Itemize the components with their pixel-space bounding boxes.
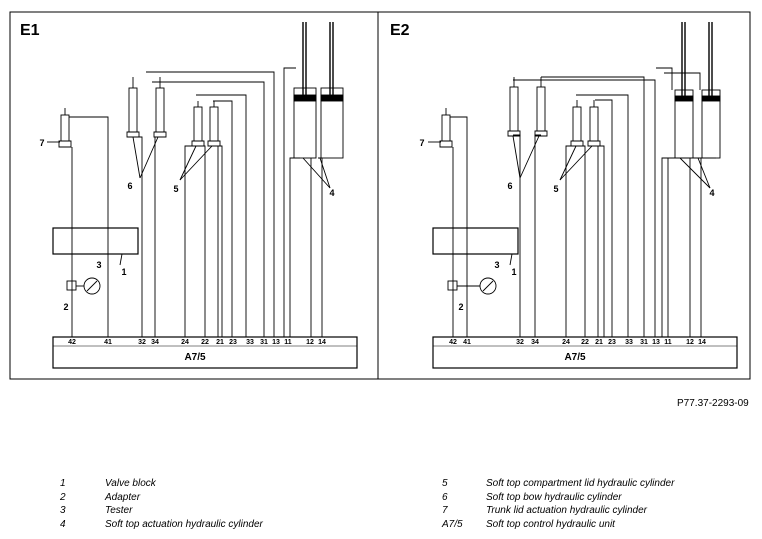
legend-text: Soft top compartment lid hydraulic cylin…: [486, 478, 675, 489]
port-label: 21: [216, 339, 224, 346]
callout-3: 3: [494, 260, 499, 270]
legend-key: 7: [442, 505, 448, 517]
legend-text: Soft top actuation hydraulic cylinder: [105, 518, 263, 530]
panel-e2: E2: [390, 22, 738, 369]
port-label: 22: [581, 339, 589, 346]
port-label: 22: [201, 339, 209, 346]
callout-5: 5: [553, 184, 558, 194]
port-label: 14: [698, 339, 706, 346]
port-label: 33: [625, 339, 633, 346]
port-label: 23: [608, 339, 616, 346]
callout-6: 6: [507, 181, 512, 191]
callout-4: 4: [709, 188, 714, 198]
legend-item: 1 Valve block: [60, 477, 263, 491]
legend-key: 3: [60, 505, 66, 517]
port-label: 33: [246, 339, 254, 346]
port-label: 12: [686, 339, 694, 346]
port-label: 31: [260, 339, 268, 346]
port-label: 13: [272, 339, 280, 346]
port-label: 32: [516, 339, 524, 346]
legend-left: 1 Valve block 2 Adapter 3 Tester 4 Soft top …: [60, 477, 263, 531]
callout-2: 2: [458, 302, 463, 312]
legend-right: 5 Soft top compartment lid hydraulic cyli…: [442, 477, 674, 531]
legend-key: 4: [60, 518, 66, 530]
port-label: 24: [181, 339, 189, 346]
port-label: 32: [138, 339, 146, 346]
legend-text: Soft top control hydraulic unit: [486, 518, 615, 530]
callout-5: 5: [173, 184, 178, 194]
panel-e1: E1: [20, 22, 358, 369]
callout-2: 2: [63, 302, 68, 312]
legend-text: Trunk lid actuation hydraulic cylinder: [486, 505, 648, 517]
port-label: 12: [306, 339, 314, 346]
control-unit-box: [52, 336, 358, 369]
panel-title: E2: [390, 22, 410, 39]
port-label: 11: [664, 339, 672, 346]
callout-7: 7: [419, 138, 424, 148]
callout-7: 7: [39, 138, 44, 148]
legend-key: A7/5: [442, 518, 463, 530]
legend-item: 4 Soft top actuation hydraulic cylinder: [60, 518, 263, 532]
port-label: 41: [463, 339, 471, 346]
port-label: 34: [531, 339, 539, 346]
callout-1: 1: [121, 267, 126, 277]
legend-text: Tester: [105, 505, 133, 517]
port-label: 34: [151, 339, 159, 346]
port-label: 11: [284, 339, 292, 346]
legend-text: Soft top bow hydraulic cylinder: [486, 491, 622, 503]
callout-3: 3: [96, 260, 101, 270]
callout-4: 4: [329, 188, 334, 198]
port-label: 42: [449, 339, 457, 346]
port-label: 31: [640, 339, 648, 346]
legend-text: Valve block: [105, 478, 156, 489]
port-label: 42: [68, 339, 76, 346]
legend-item: 5 Soft top compartment lid hydraulic cyli…: [442, 477, 674, 491]
control-unit-label: A7/5: [564, 352, 586, 363]
diagram-frame: [9, 11, 751, 380]
legend-item: 3 Tester: [60, 504, 263, 518]
figure-reference: P77.37-2293-09: [677, 398, 749, 409]
legend-item: A7/5 Soft top control hydraulic unit: [442, 518, 674, 532]
callout-1: 1: [511, 267, 516, 277]
legend-item: 2 Adapter: [60, 491, 263, 505]
panel-title: E1: [20, 22, 40, 39]
port-label: 23: [229, 339, 237, 346]
port-label: 14: [318, 339, 326, 346]
legend-item: 6 Soft top bow hydraulic cylinder: [442, 491, 674, 505]
legend-key: 1: [60, 478, 66, 489]
legend-key: 6: [442, 491, 448, 503]
legend-key: 2: [60, 491, 66, 503]
callout-6: 6: [127, 181, 132, 191]
legend-key: 5: [442, 478, 448, 489]
hydraulic-schematic: E1: [9, 11, 751, 380]
port-label: 41: [104, 339, 112, 346]
control-unit-label: A7/5: [184, 352, 206, 363]
port-label: 13: [652, 339, 660, 346]
legend-item: 7 Trunk lid actuation hydraulic cylinder: [442, 504, 674, 518]
legend-text: Adapter: [105, 491, 141, 503]
port-label: 21: [595, 339, 603, 346]
control-unit-box: [432, 336, 738, 369]
port-label: 24: [562, 339, 570, 346]
